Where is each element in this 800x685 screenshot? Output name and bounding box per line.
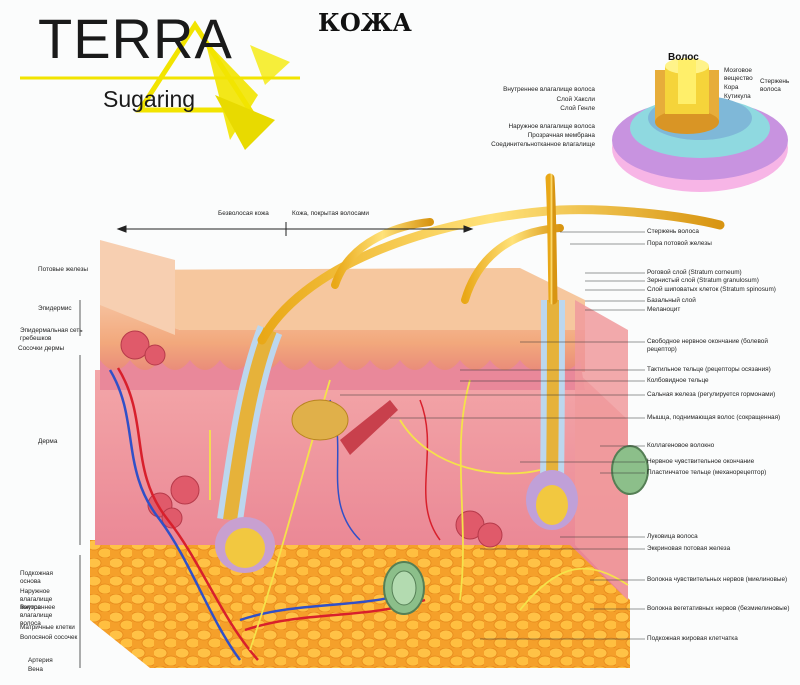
- right-label-19: Подкожная жировая клетчатка: [647, 635, 738, 642]
- hair-follicles: [215, 299, 578, 573]
- right-label-3: Зернистый слой (Stratum granulosum): [647, 277, 759, 284]
- page-title: КОЖА: [318, 8, 412, 37]
- right-label-8: Тактильное тельце (рецепторы осязания): [647, 366, 771, 373]
- right-label-6: Меланоцит: [647, 306, 681, 313]
- right-label-4: Слой шиповатых клеток (Stratum spinosum): [647, 286, 776, 293]
- epidermis-top-surface: [100, 268, 585, 330]
- right-label-18: Волокна вегетативных нервов (безмиелинов…: [647, 605, 790, 612]
- hair-cross-section-inset: [612, 58, 788, 192]
- inset-title: Волос: [668, 52, 699, 63]
- right-label-0: Стержень волоса: [647, 228, 699, 235]
- label-hair-papilla: Волосяной сосочек: [20, 634, 78, 641]
- inset-label-right-2: Кутикула: [724, 93, 751, 100]
- sebaceous-gland: [291, 399, 349, 441]
- label-artery: Артерия: [28, 657, 53, 664]
- logo-mark: [20, 20, 300, 150]
- right-label-5: Базальный слой: [647, 297, 696, 304]
- label-hairless-skin: Безволосая кожа: [218, 210, 269, 217]
- label-epidermis: Эпидермис: [38, 305, 72, 312]
- brand-sub: Sugaring: [103, 86, 196, 112]
- right-label-14: Пластинчатое тельце (механорецептор): [647, 469, 767, 476]
- inset-label-left-1: Слой Хаксли: [556, 96, 596, 103]
- hairless-skin-block: [100, 240, 175, 335]
- right-label-2: Роговой слой (Stratum corneum): [647, 269, 742, 276]
- right-label-17: Волокна чувствительных нервов (миелиновы…: [647, 576, 788, 583]
- right-label-12: Коллагеновое волокно: [647, 442, 715, 449]
- inset-label-left-0: Внутреннее влагалище волоса: [503, 86, 595, 93]
- label-vein: Вена: [28, 666, 43, 673]
- right-label-16: Эккриновая потовая железа: [647, 545, 731, 552]
- label-dermal-papillae: Сосочки дермы: [18, 345, 65, 352]
- label-matrix-cells: Матричные клетки: [20, 624, 75, 631]
- subcutaneous-fat-layer: [90, 540, 630, 668]
- inset-label-left-2: Слой Генле: [560, 105, 595, 112]
- leader-lines: [340, 231, 645, 640]
- epidermis-ridges: [100, 360, 585, 390]
- label-hairy-skin: Кожа, покрытая волосами: [292, 210, 369, 217]
- label-inner-sheath: Внутреннее влагалище волоса: [20, 604, 56, 627]
- lamellar-corpuscle: [383, 445, 649, 615]
- right-label-1: Пора потовой железы: [647, 240, 712, 247]
- brand-name: TERRA: [38, 7, 233, 70]
- right-label-9: Колбовидное тельце: [647, 377, 709, 384]
- inset-label-right-0: Мозговое вещество: [724, 67, 753, 82]
- label-subcutis: Подкожная основа: [20, 570, 53, 585]
- label-ridge-net: Эпидермальная сеть гребешков: [20, 327, 83, 342]
- epidermis-front-face: [100, 300, 585, 372]
- hair-shafts: [257, 173, 725, 345]
- inset-label-right-1: Кора: [724, 84, 739, 91]
- inset-label-left-5: Соединительнотканное влагалище: [491, 141, 595, 148]
- cut-face-right: [575, 300, 628, 600]
- label-sweat-glands: Потовые железы: [38, 266, 89, 273]
- inset-label-left-4: Прозрачная мембрана: [527, 132, 595, 139]
- right-label-10: Сальная железа (регулируется гормонами): [647, 391, 776, 398]
- right-label-7: Свободное нервное окончание (болевой рец…: [647, 338, 768, 353]
- right-label-13: Нервное чувствительное окончание: [647, 458, 755, 465]
- region-arrows: [116, 222, 474, 236]
- inset-group-label: Стержень волоса: [760, 78, 790, 93]
- arrector-pili-muscle: [340, 400, 398, 455]
- inset-label-left-3: Наружное влагалище волоса: [508, 123, 595, 130]
- right-label-11: Мышца, поднимающая волос (сокращенная): [647, 414, 781, 421]
- label-dermis: Дерма: [38, 438, 58, 445]
- right-label-15: Луковица волоса: [647, 533, 698, 540]
- label-outer-sheath: Наружное влагалище волоса: [20, 588, 53, 611]
